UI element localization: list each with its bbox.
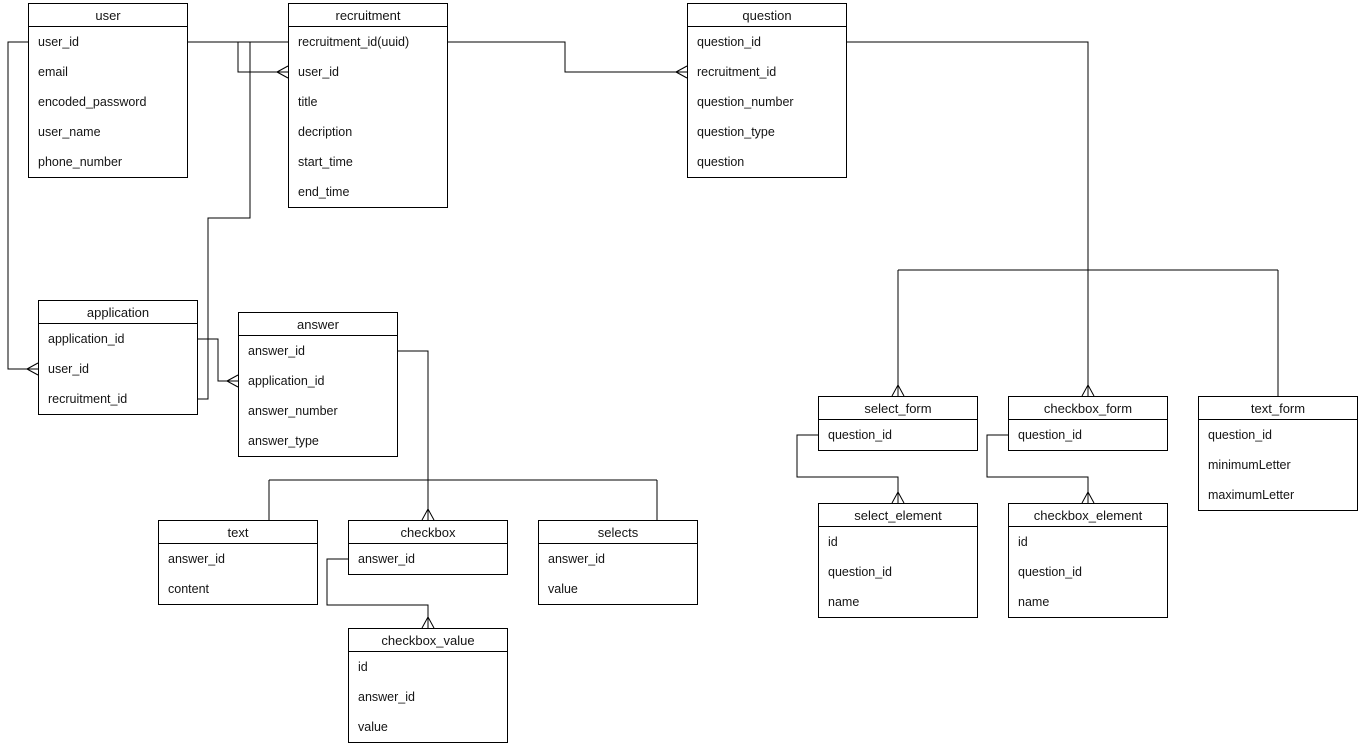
crows-foot-icon [891,384,905,397]
entity-title-user[interactable]: user [29,4,187,27]
entity-title-answer[interactable]: answer [239,313,397,336]
crows-foot-icon [421,616,435,629]
field-recruitment-recruitment_id(uuid)[interactable]: recruitment_id(uuid) [298,35,410,49]
entity-application[interactable]: application application_id user_id recruitm… [38,300,198,415]
field-user-user_name[interactable]: user_name [38,125,101,139]
connector-recruitment-to-question-recruitment-id[interactable] [448,41,688,79]
entity-title-question[interactable]: question [688,4,846,27]
connector-branch-to-checkbox[interactable] [421,480,435,521]
field-checkbox_value-value[interactable]: value [358,720,388,734]
field-checkbox_form-question_id[interactable]: question_id [1018,428,1082,442]
field-text_form-question_id[interactable]: question_id [1208,428,1272,442]
entity-checkbox[interactable]: checkbox answer_id [348,520,508,575]
field-application-recruitment_id[interactable]: recruitment_id [48,392,128,406]
field-select_form-question_id[interactable]: question_id [828,428,892,442]
field-question-question_type[interactable]: question_type [697,125,775,139]
field-answer-answer_id[interactable]: answer_id [248,344,305,358]
field-answer-application_id[interactable]: application_id [248,374,325,388]
field-text-answer_id[interactable]: answer_id [168,552,225,566]
field-question-question_number[interactable]: question_number [697,95,794,109]
field-application-user_id[interactable]: user_id [48,362,89,376]
field-question-question[interactable]: question [697,155,745,169]
field-answer-answer_type[interactable]: answer_type [248,434,319,448]
connector-application-to-answer-application-id[interactable] [198,338,239,388]
connector-recruitment-to-application-recruitment-id[interactable] [198,41,288,400]
field-checkbox-answer_id[interactable]: answer_id [358,552,415,566]
entity-title-checkbox_element[interactable]: checkbox_element [1009,504,1167,527]
crows-foot-icon [276,65,289,79]
entity-title-checkbox[interactable]: checkbox [349,521,507,544]
crows-foot-icon [26,362,39,376]
crows-foot-icon [226,374,239,388]
entity-title-recruitment[interactable]: recruitment [289,4,447,27]
field-select_element-question_id[interactable]: question_id [828,565,892,579]
field-answer-answer_number[interactable]: answer_number [248,404,338,418]
field-recruitment-user_id[interactable]: user_id [298,65,339,79]
field-recruitment-start_time[interactable]: start_time [298,155,353,169]
field-checkbox_element-name[interactable]: name [1018,595,1050,609]
entity-answer[interactable]: answer answer_id application_id answer_numb… [238,312,398,457]
crows-foot-icon [421,508,435,521]
field-application-application_id[interactable]: application_id [48,332,125,346]
field-select_element-id[interactable]: id [828,535,838,549]
field-recruitment-decription[interactable]: decription [298,125,353,139]
field-text_form-maximumLetter[interactable]: maximumLetter [1208,488,1295,502]
entity-title-selects[interactable]: selects [539,521,697,544]
connector-checkbox-form-to-checkbox-element[interactable] [986,434,1095,504]
field-checkbox_value-id[interactable]: id [358,660,368,674]
entity-text_form[interactable]: text_form question_id minimumLetter maximum… [1198,396,1358,511]
field-text-content[interactable]: content [168,582,210,596]
entity-title-select_element[interactable]: select_element [819,504,977,527]
connector-user-to-application-user-id[interactable] [7,41,39,376]
entity-title-text_form[interactable]: text_form [1199,397,1357,420]
field-user-email[interactable]: email [38,65,68,79]
entity-title-select_form[interactable]: select_form [819,397,977,420]
field-text_form-minimumLetter[interactable]: minimumLetter [1208,458,1291,472]
field-selects-value[interactable]: value [548,582,578,596]
field-selects-answer_id[interactable]: answer_id [548,552,605,566]
entity-title-application[interactable]: application [39,301,197,324]
field-checkbox_value-answer_id[interactable]: answer_id [358,690,415,704]
field-question-question_id[interactable]: question_id [697,35,761,49]
field-user-encoded_password[interactable]: encoded_password [38,95,147,109]
crows-foot-icon [1081,384,1095,397]
crows-foot-icon [891,491,905,504]
field-question-recruitment_id[interactable]: recruitment_id [697,65,777,79]
field-recruitment-title[interactable]: title [298,95,318,109]
field-user-phone_number[interactable]: phone_number [38,155,123,169]
connector-branch-to-checkbox-form[interactable] [1081,270,1095,397]
connector-question-to-forms-trunk[interactable] [847,41,1089,270]
field-recruitment-end_time[interactable]: end_time [298,185,350,199]
field-select_element-name[interactable]: name [828,595,860,609]
connector-select-form-to-select-element[interactable] [796,434,905,504]
connector-branch-to-select-form[interactable] [891,270,905,397]
connector-answer-to-children-trunk[interactable] [398,350,429,480]
entity-title-text[interactable]: text [159,521,317,544]
crows-foot-icon [1081,491,1095,504]
crows-foot-icon [675,65,688,79]
field-checkbox_element-id[interactable]: id [1018,535,1028,549]
entity-title-checkbox_form[interactable]: checkbox_form [1009,397,1167,420]
connector-checkbox-to-checkbox-value[interactable] [326,558,435,629]
connector-user-to-recruitment-user-id[interactable] [237,42,289,79]
entity-checkbox_form[interactable]: checkbox_form question_id [1008,396,1168,451]
field-user-user_id[interactable]: user_id [38,35,79,49]
entity-title-checkbox_value[interactable]: checkbox_value [349,629,507,652]
field-checkbox_element-question_id[interactable]: question_id [1018,565,1082,579]
entity-select_form[interactable]: select_form question_id [818,396,978,451]
